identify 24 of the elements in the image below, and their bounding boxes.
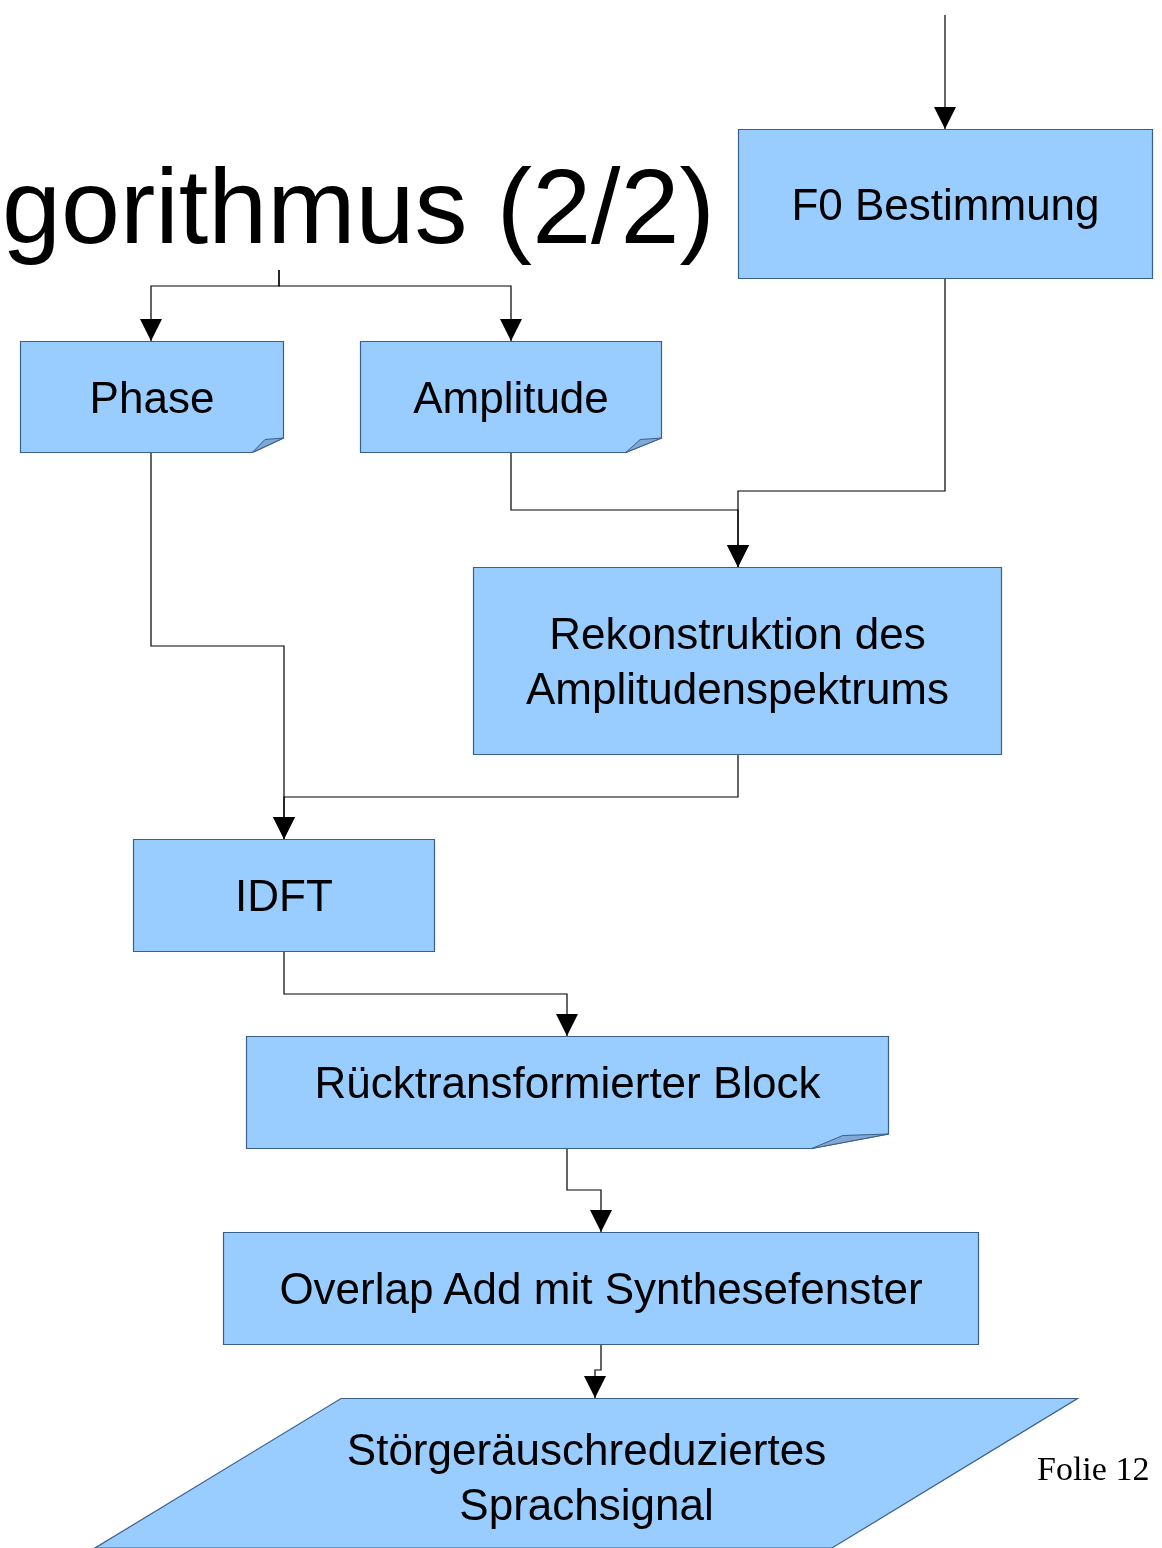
node-label: Phase xyxy=(89,371,215,424)
arrow xyxy=(566,1148,612,1233)
node-label: F0 Bestimmung xyxy=(791,178,1100,231)
document-box xyxy=(20,341,284,453)
arrow xyxy=(273,754,739,840)
process-box xyxy=(223,1232,979,1345)
process-box xyxy=(133,839,435,952)
node-label: Overlap Add mit Synthesefenster xyxy=(279,1263,923,1315)
node-label: Rücktransformierter Block xyxy=(314,1057,821,1109)
node-label: Störgeräuschreduziertes Sprachsignal xyxy=(345,1424,828,1531)
arrow xyxy=(278,269,522,342)
arrow xyxy=(584,1344,606,1399)
arrow xyxy=(283,951,578,1037)
process-box xyxy=(738,129,1153,279)
arrow xyxy=(510,452,749,568)
document-box xyxy=(360,341,662,453)
document-box xyxy=(246,1036,889,1149)
slide-title: gorithmus (2/2) xyxy=(2,148,715,265)
arrow xyxy=(934,14,956,130)
node-label: Rekonstruktion des Amplitudenspektrums xyxy=(524,608,951,715)
slide-number: Folie 12 xyxy=(1037,1450,1150,1488)
process-box xyxy=(473,567,1002,755)
node-label: IDFT xyxy=(235,870,333,922)
node-label: Amplitude xyxy=(413,371,609,424)
